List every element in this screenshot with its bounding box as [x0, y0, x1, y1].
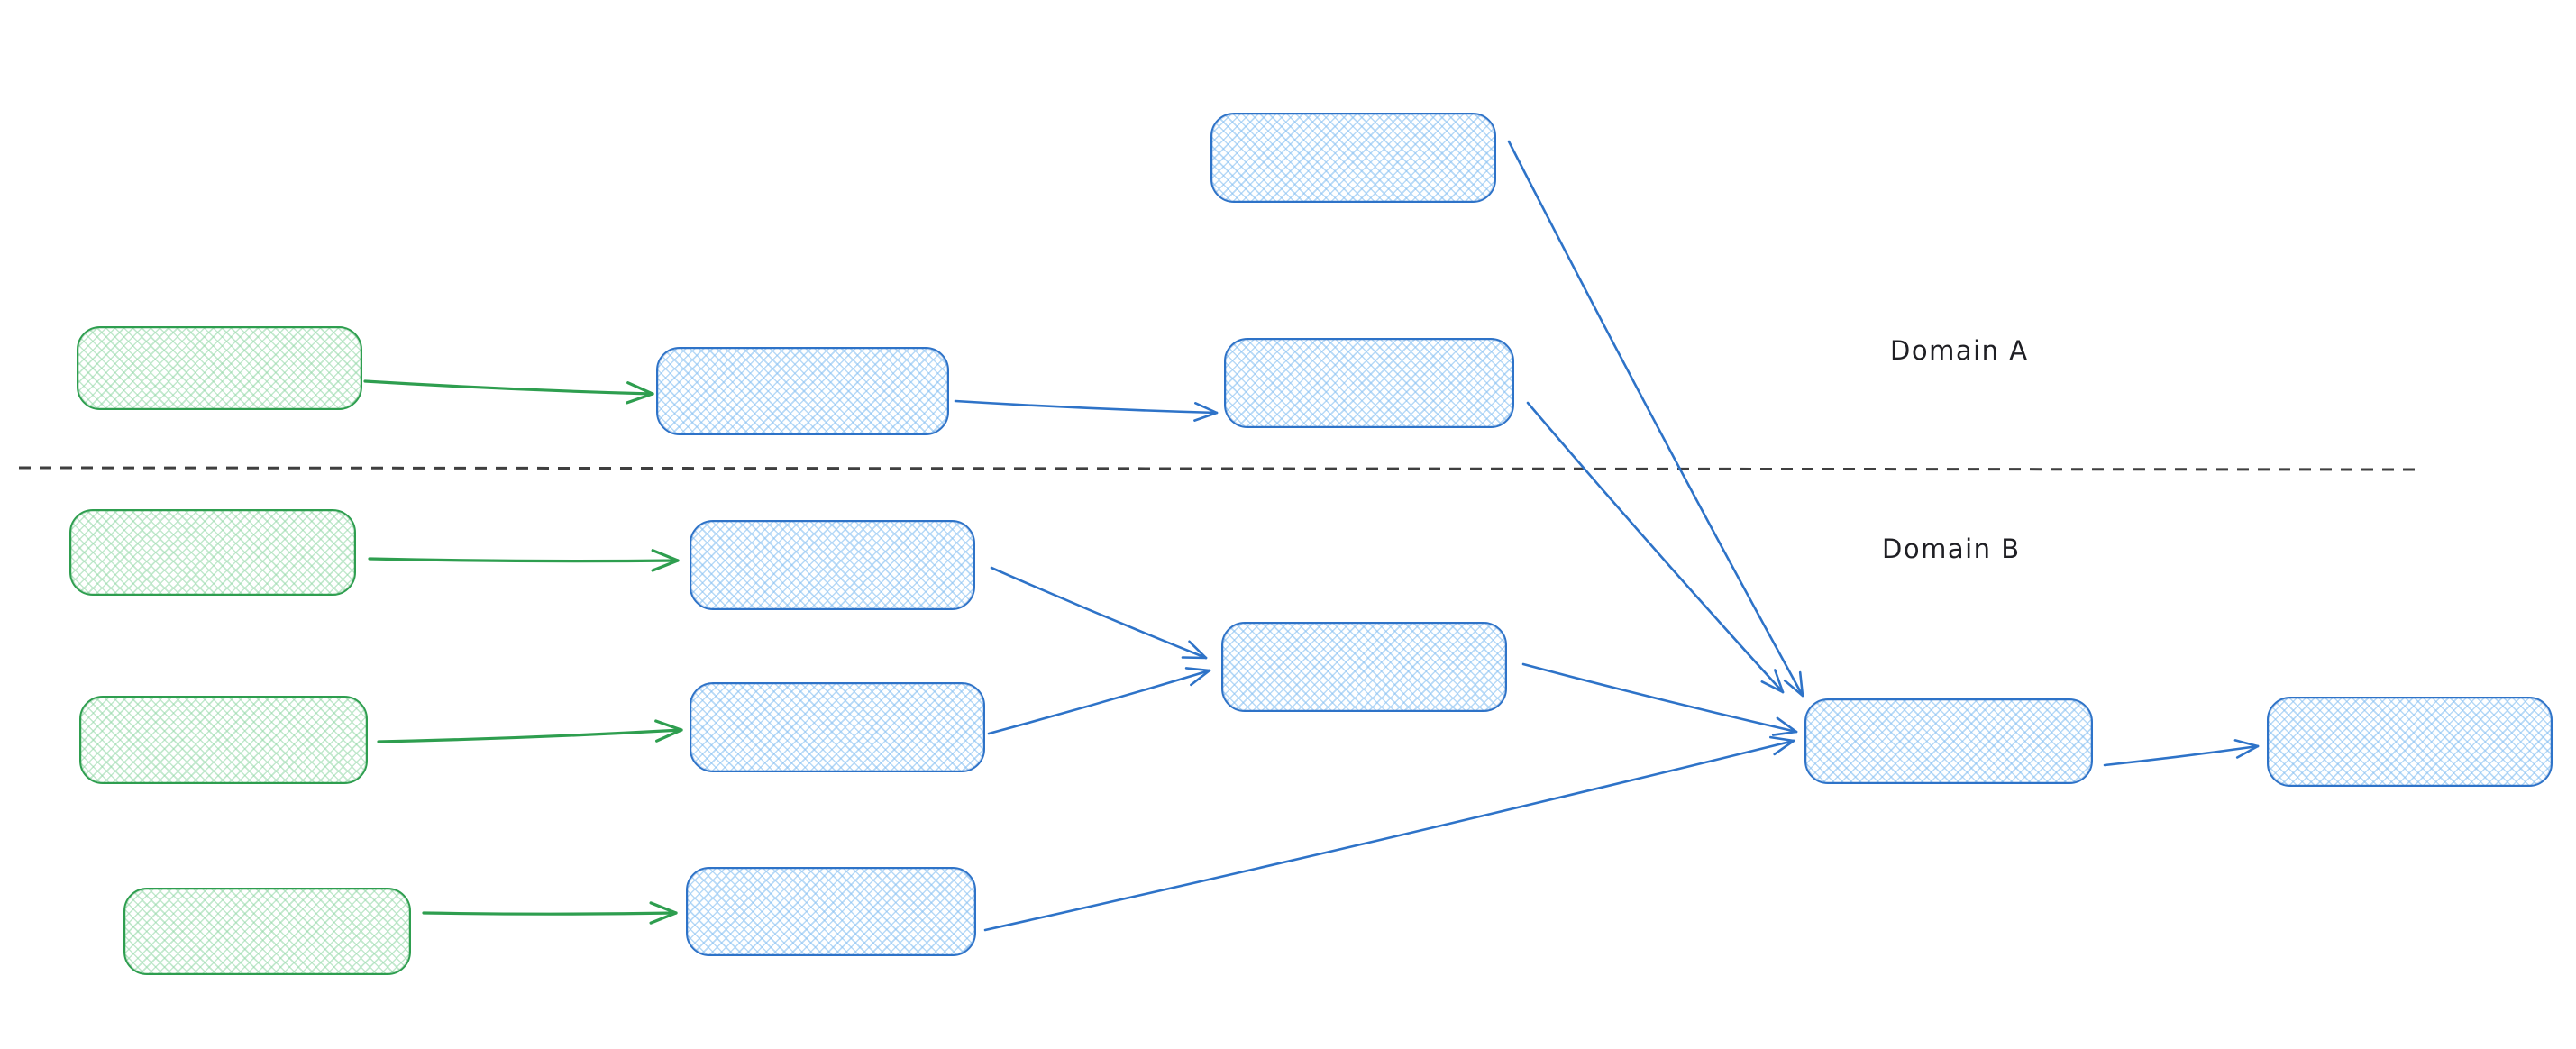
blue-box-b2 [690, 682, 985, 772]
edge-green-b2-to-b2 [377, 719, 683, 743]
edge-blue-a1-to-a2 [954, 399, 1219, 422]
blue-box-merge [1221, 622, 1507, 712]
green-box-b2 [79, 696, 368, 784]
edge-blue-converge-to-right [2103, 739, 2260, 767]
label-domain-b: Domain B [1882, 534, 2021, 564]
blue-box-b3 [686, 867, 976, 956]
domain-separator-line [18, 466, 2416, 471]
green-box-b1 [69, 509, 356, 596]
blue-box-right [2267, 697, 2553, 787]
green-box-b3 [123, 888, 411, 975]
edge-blue-b3-to-converge [983, 735, 1795, 932]
blue-box-converge [1804, 698, 2093, 784]
edge-blue-a2-to-converge [1526, 401, 1785, 694]
edge-green-b3-to-b3 [422, 901, 678, 925]
edge-green-b1-to-b1 [368, 549, 680, 572]
edge-green-a-to-a1 [363, 379, 654, 405]
edge-blue-b1-to-merge [990, 566, 1208, 660]
label-domain-a: Domain A [1890, 335, 2029, 366]
blue-box-top [1210, 113, 1496, 203]
blue-box-b1 [690, 520, 975, 610]
edge-blue-b2-to-merge [987, 667, 1211, 735]
blue-box-a1 [656, 347, 949, 435]
blue-box-a2 [1224, 338, 1514, 428]
edge-blue-top-to-converge [1507, 140, 1804, 698]
green-box-a [77, 326, 362, 410]
edge-blue-merge-to-converge [1521, 662, 1798, 736]
